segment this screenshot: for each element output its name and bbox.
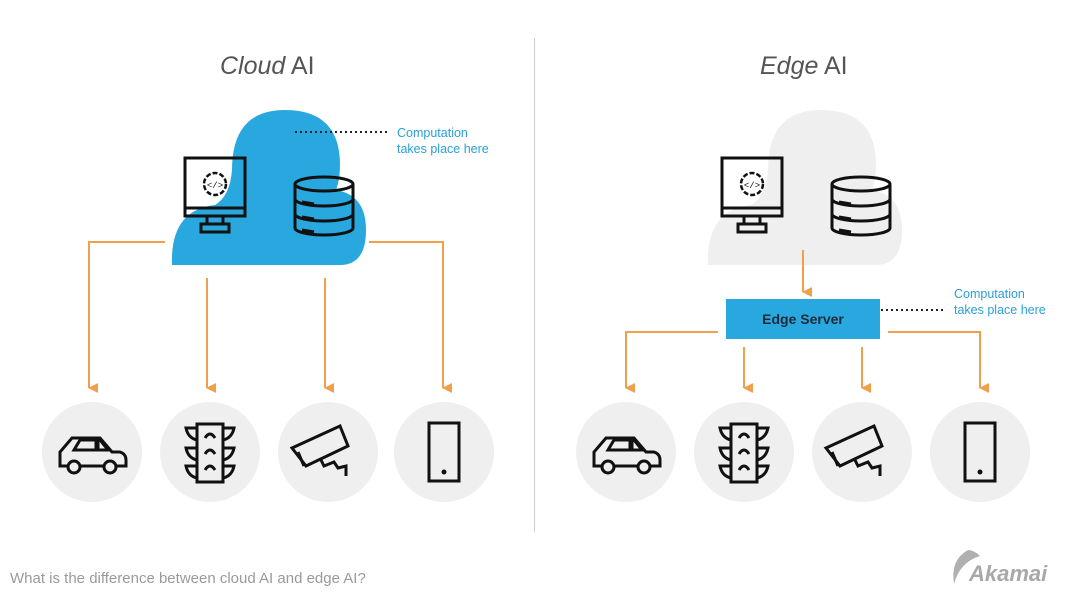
- cloud-ai-title: Cloud AI: [220, 52, 315, 81]
- devices-row: [42, 402, 1030, 502]
- edge-ai-title: Edge AI: [760, 52, 848, 81]
- traffic-light-icon: [718, 422, 770, 484]
- device-circle: [694, 402, 794, 502]
- device-circle: [394, 402, 494, 502]
- device-circle: [812, 402, 912, 502]
- car-icon: [592, 436, 662, 475]
- device-circle: [160, 402, 260, 502]
- edge-computation-note: Computation takes place here: [954, 286, 1046, 318]
- title-rest: AI: [285, 52, 315, 80]
- edge-ai-cloud: [707, 110, 902, 265]
- cloud-computation-note: Computation takes place here: [397, 125, 489, 157]
- traffic-light-icon: [184, 422, 236, 484]
- title-italic: Edge: [760, 52, 819, 80]
- car-icon: [58, 436, 128, 475]
- security-camera-icon: [289, 423, 350, 476]
- akamai-logo-icon: [953, 550, 980, 584]
- device-circle: [42, 402, 142, 502]
- title-italic: Cloud: [220, 52, 286, 80]
- smartphone-icon: [427, 421, 461, 483]
- note-line: Computation: [954, 287, 1025, 301]
- security-camera-icon: [823, 423, 884, 476]
- cloud-ai-cloud: [171, 110, 366, 265]
- title-rest: AI: [818, 52, 848, 80]
- device-circle: [278, 402, 378, 502]
- edge-server-label: Edge Server: [762, 311, 844, 327]
- edge-server-box: Edge Server: [726, 299, 880, 339]
- note-line: takes place here: [954, 303, 1046, 317]
- section-divider: [534, 38, 535, 532]
- smartphone-icon: [963, 421, 997, 483]
- note-line: Computation: [397, 126, 468, 140]
- caption: What is the difference between cloud AI …: [10, 570, 366, 587]
- device-circle: [930, 402, 1030, 502]
- edge-arrows: [625, 331, 989, 393]
- logo-text: Akamai: [969, 561, 1048, 586]
- cloud-arrows: [88, 241, 452, 393]
- device-circle: [576, 402, 676, 502]
- note-line: takes place here: [397, 142, 489, 156]
